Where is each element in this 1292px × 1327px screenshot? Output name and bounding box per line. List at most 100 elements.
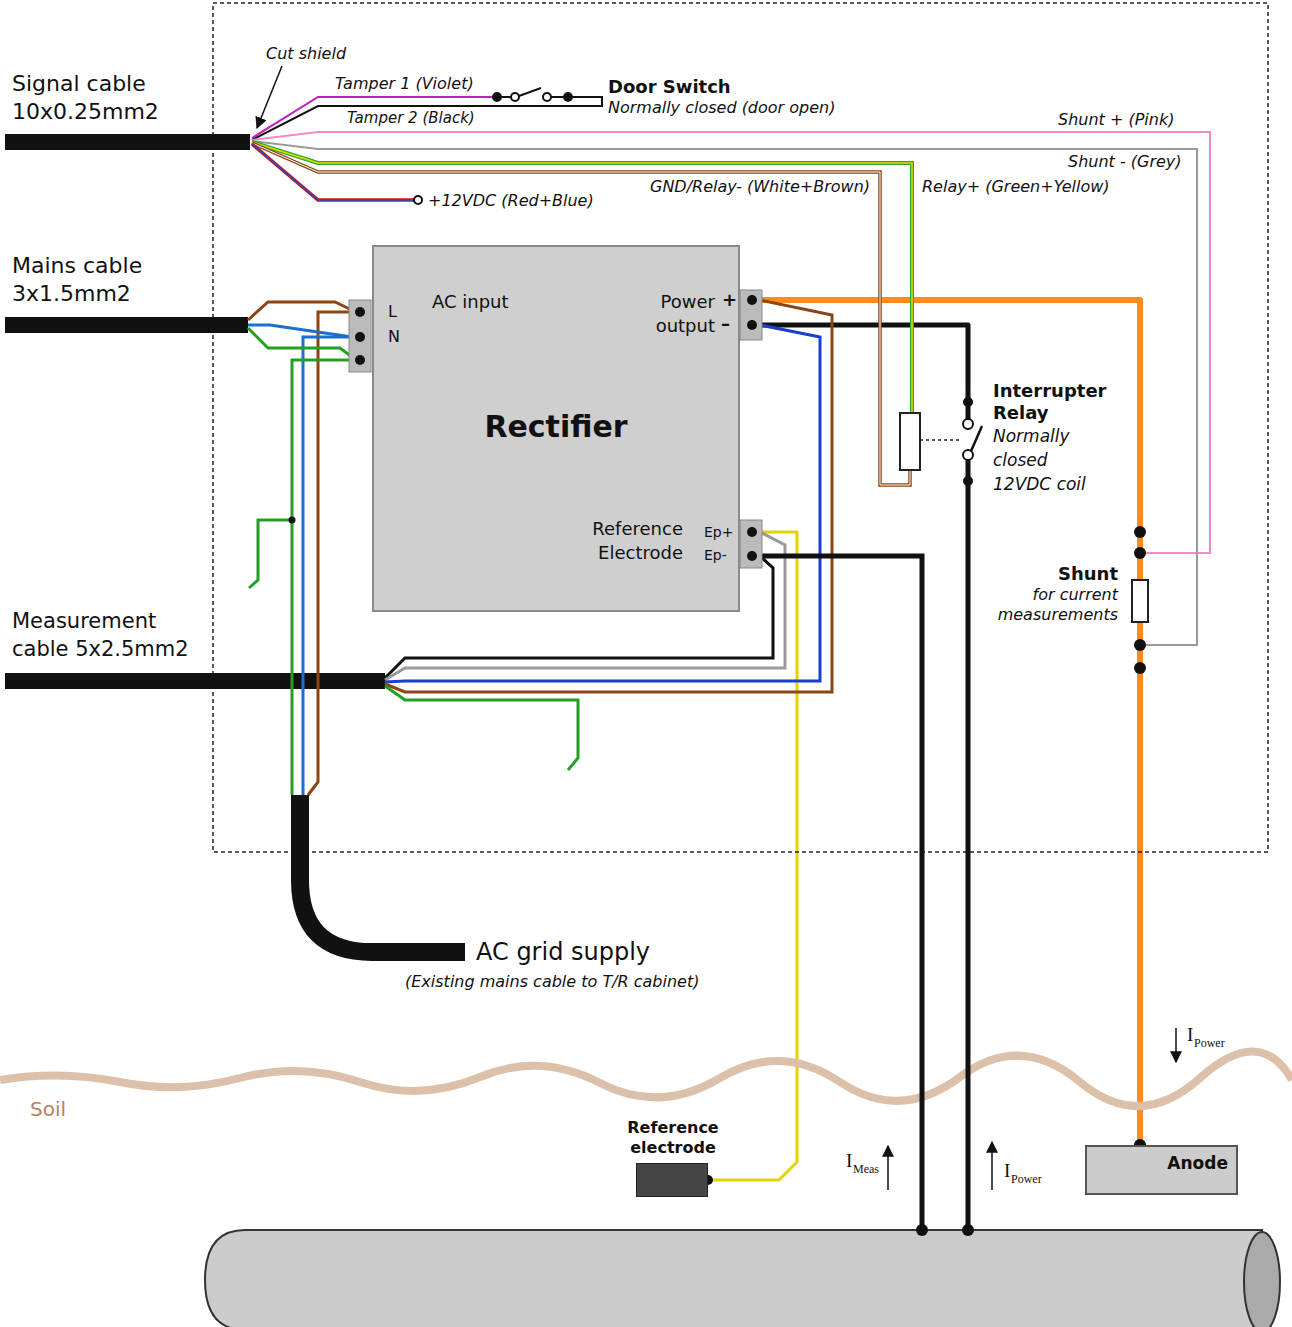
door-switch-symbol [564,93,572,101]
node-note: Normally closed 12VDC coil [993,424,1103,496]
mains-wire [248,328,356,360]
relay-symbol [920,439,960,441]
terminal-block [355,307,365,317]
measurement-wire [385,686,578,770]
junction-dot [289,517,296,524]
pipe [205,1230,1262,1327]
door-switch-symbol [497,96,511,98]
current-subscript: Meas [853,1162,879,1177]
anode-cable [740,300,1140,563]
terminal-block [355,355,365,365]
callout-note: Cut shield [266,44,346,63]
terminal-block [740,290,762,340]
signal-wire [252,144,414,200]
enclosure-outline [213,3,1268,852]
node-heading: Door Switch [608,76,880,98]
mains-wire [249,520,292,588]
current-subscript: Power [1194,1036,1225,1051]
terminal-block [740,520,762,568]
relay-symbol [900,397,973,486]
soil-line [0,1051,1292,1106]
mains-wire [248,325,352,337]
wire-label: Tamper 2 (Black) [347,109,475,127]
node-heading: Interrupter Relay [993,380,1133,424]
door-switch-symbol [519,88,541,96]
anode-box: Anode [1085,1145,1238,1195]
wire-label: GND/Relay- (White+Brown) [650,177,870,196]
current-arrow [991,1142,993,1190]
relay-symbol [963,419,973,429]
shunt-symbol [1134,639,1146,651]
cable-name: Signal cable 10x0.25mm2 [12,70,187,126]
current-arrow [1175,1028,1177,1062]
signal-wire [252,141,1197,645]
pipe-cable [966,455,971,1230]
relay-symbol [900,413,920,470]
mains-wire [308,312,356,795]
terminal-label: Ep+ [704,524,733,540]
connection-dot [703,1139,1146,1236]
wire-label: Tamper 1 (Violet) [335,74,474,93]
enclosure-outline [213,3,1268,852]
signal-wire [252,97,1210,645]
door-switch-symbol [493,88,572,101]
wire-label: +12VDC (Red+Blue) [428,191,594,210]
terminal-label: N [388,327,400,346]
relay-symbol [963,397,973,407]
mains-wire [248,302,356,795]
terminal-label: Ep- [704,547,727,563]
connection-dot [962,1224,974,1236]
node-note: Normally closed (door open) [608,98,880,118]
shunt-symbol [1134,526,1146,538]
node-heading: Anode [1167,1153,1228,1173]
cable-name: Measurement cable 5x2.5mm2 [12,607,202,663]
current-symbol: I [1187,1024,1193,1046]
terminal-block [747,295,757,305]
soil-line [0,1051,1292,1106]
shunt-label: Shuntfor current measurements [990,563,1150,625]
pipe-cable [752,556,922,1230]
terminal-block [747,320,757,330]
terminal-block [747,527,757,537]
anode-cable [1137,625,1143,1145]
signal-wire [252,144,414,200]
shunt-symbol [1132,526,1148,674]
node-heading: Rectifier [374,409,738,445]
relay-symbol [963,450,973,460]
node-note: for current measurements [990,585,1118,625]
shunt-symbol [1134,662,1146,674]
wire-label: Relay+ (Green+Yellow) [922,177,1110,196]
port-label: Reference Electrode [558,517,683,565]
terminal-block [349,300,371,372]
terminal-block [355,332,365,342]
pipe [1244,1232,1280,1327]
terminal-circle [414,196,422,204]
pipe-cable [752,380,982,1230]
mains-wire [292,360,356,795]
leader-arrow [257,66,282,128]
port-label: Power output [641,290,715,338]
wire-label: Shunt + (Pink) [1058,110,1174,129]
cable-name: Mains cable 3x1.5mm2 [12,252,187,308]
terminal-label: L [388,302,397,321]
door-switch-label: Door SwitchNormally closed (door open) [608,76,880,118]
terminal-block [747,551,757,561]
mains-wire [303,337,356,795]
door-switch-symbol [543,93,551,101]
wire-label: Shunt - (Grey) [1068,152,1182,171]
pipe-cable [740,325,968,380]
junction-dot [289,517,296,524]
node-heading: Reference electrode [601,1118,745,1158]
rectifier-box: AC input Power outputRectifierReference E… [372,245,740,612]
door-switch-symbol [511,93,519,101]
leader-arrow [257,66,282,128]
port-label: AC input [432,290,509,314]
cable [300,795,465,952]
cable [5,673,385,689]
shunt-symbol [1132,580,1148,622]
current-symbol: I [1004,1160,1010,1182]
reference-electrode: Reference electrode [636,1163,708,1197]
relay-label: Interrupter RelayNormally closed 12VDC c… [890,380,1135,496]
ground-label: Soil [30,1097,66,1121]
